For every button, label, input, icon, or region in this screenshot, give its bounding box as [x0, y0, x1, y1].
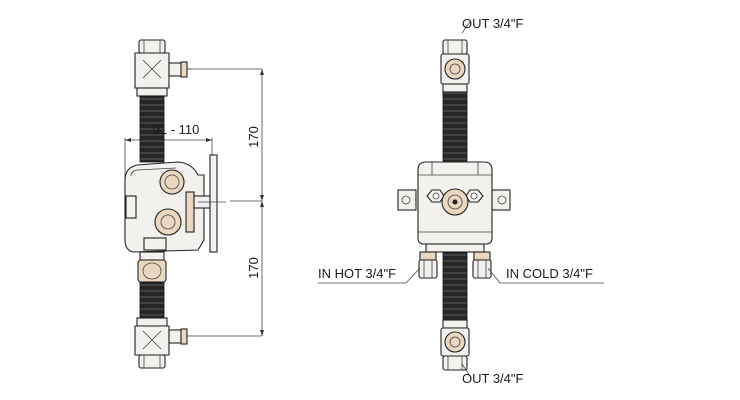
front-hose-lower	[442, 251, 468, 321]
side-hose-upper	[139, 95, 165, 163]
side-lower-fitting	[134, 317, 188, 369]
dim-lower-label: 170	[246, 257, 261, 279]
dimension-lines	[124, 68, 264, 337]
label-out-bottom: OUT 3/4"F	[462, 371, 524, 386]
front-hose-upper	[442, 91, 468, 163]
front-top-outlet	[440, 21, 471, 93]
dim-upper-label: 170	[246, 126, 261, 148]
side-upper-fitting	[134, 39, 192, 97]
label-in-hot: IN HOT 3/4"F	[318, 266, 396, 281]
side-valve-body	[124, 154, 226, 253]
side-lower-nut	[137, 251, 167, 283]
front-mixing-body	[397, 161, 511, 253]
side-hose-lower	[139, 281, 165, 319]
label-in-cold: IN COLD 3/4"F	[506, 266, 593, 281]
side-view: 91 - 110 170 170	[124, 39, 264, 369]
front-view: OUT 3/4"F OUT 3/4"F IN HOT 3/4"F IN COLD…	[318, 16, 604, 386]
front-cold-inlet	[472, 251, 492, 279]
front-hot-inlet	[418, 251, 438, 279]
leader-lines	[318, 267, 604, 377]
label-out-top: OUT 3/4"F	[462, 16, 524, 31]
front-bottom-outlet	[440, 319, 470, 371]
dim-depth-label: 91 - 110	[153, 122, 200, 137]
